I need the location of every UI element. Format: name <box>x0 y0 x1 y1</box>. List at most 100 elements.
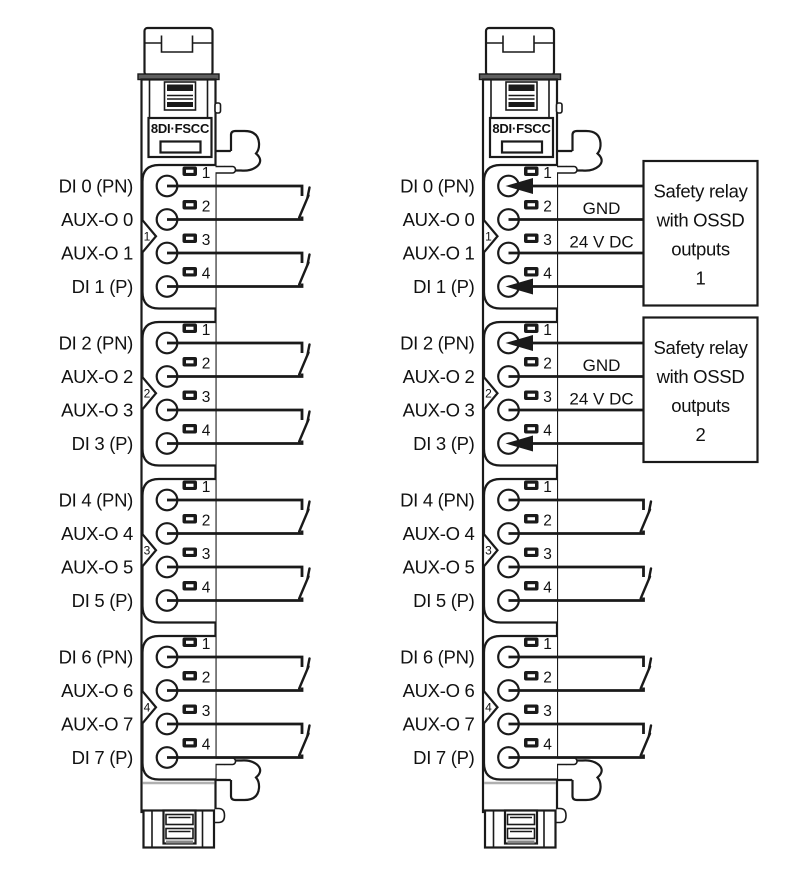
terminal-label: DI 6 (PN) <box>400 647 475 668</box>
terminal-number: 3 <box>202 546 211 563</box>
terminal-label: AUX-O 3 <box>403 400 475 421</box>
terminal-number: 1 <box>202 322 211 339</box>
wire-label-gnd: GND <box>583 356 621 375</box>
wire-label-24vdc: 24 V DC <box>569 233 633 252</box>
wire <box>167 530 304 535</box>
group-number: 1 <box>144 229 151 243</box>
terminal-number: 2 <box>202 513 211 530</box>
arrowhead <box>505 178 533 194</box>
terminal-led-slot <box>186 741 194 745</box>
terminal-pocket <box>482 477 557 624</box>
terminal-number: 1 <box>543 165 552 182</box>
terminal-led-slot <box>527 203 535 207</box>
terminal-label: DI 4 (PN) <box>400 490 475 511</box>
terminal-pocket <box>141 163 216 310</box>
terminal-led-slot <box>527 326 535 330</box>
relay-box-text: 2 <box>696 424 706 445</box>
wire <box>167 408 304 420</box>
wire <box>167 283 304 288</box>
terminal-led-slot <box>527 236 535 240</box>
terminal-led-slot <box>186 326 194 330</box>
terminal-number: 4 <box>543 737 552 754</box>
terminal-number: 4 <box>202 737 211 754</box>
side-latch <box>555 102 563 114</box>
terminal-number: 1 <box>543 636 552 653</box>
terminal-label: AUX-O 7 <box>403 714 475 735</box>
terminal-led-slot <box>186 584 194 588</box>
terminal-number: 3 <box>543 703 552 720</box>
wire <box>167 341 304 353</box>
terminal-number: 2 <box>543 356 552 373</box>
clamp-handle <box>160 35 194 53</box>
bus-connector-contact <box>167 84 193 91</box>
wire <box>167 440 304 445</box>
terminal-label: DI 6 (PN) <box>59 647 134 668</box>
terminal-number: 4 <box>202 266 211 283</box>
switch-contact-lever <box>298 261 310 286</box>
terminal-label: AUX-O 4 <box>61 523 133 544</box>
terminal-label: AUX-O 5 <box>61 557 133 578</box>
module-type-label: 8DI·FSCC <box>151 121 210 136</box>
switch-contact-lever <box>298 418 310 443</box>
terminal-label: DI 4 (PN) <box>59 490 134 511</box>
terminal-led-slot <box>186 483 194 487</box>
arrowhead <box>505 435 533 452</box>
terminal-led-slot <box>186 203 194 207</box>
terminal-led-slot <box>527 169 535 173</box>
switch-contact-lever <box>298 194 310 219</box>
terminal-label: AUX-O 1 <box>61 243 133 264</box>
wire <box>508 530 645 535</box>
terminal-label: DI 2 (PN) <box>400 333 475 354</box>
switch-contact-lever <box>298 351 310 376</box>
wire <box>167 597 304 602</box>
clamp-slot <box>506 813 536 826</box>
clamp-handle <box>502 35 535 53</box>
switch-contact-lever <box>639 732 652 757</box>
terminal-pocket <box>482 634 557 781</box>
terminal-label: DI 1 (P) <box>72 276 133 297</box>
terminal-pocket <box>141 634 216 781</box>
terminal-number: 4 <box>202 423 211 440</box>
terminal-number: 1 <box>202 479 211 496</box>
release-hook <box>565 129 603 172</box>
terminal-label: DI 7 (P) <box>72 747 133 768</box>
switch-contact-lever <box>298 665 310 690</box>
terminal-number: 1 <box>202 165 211 182</box>
terminal-pocket <box>141 320 216 467</box>
terminal-label: AUX-O 0 <box>61 209 133 230</box>
terminal-label: DI 3 (P) <box>413 433 474 454</box>
group-number: 3 <box>485 543 492 557</box>
terminal-label: AUX-O 1 <box>403 243 475 264</box>
wire <box>508 754 645 759</box>
group-number: 1 <box>485 229 492 243</box>
terminal-number: 2 <box>202 356 211 373</box>
terminal-led-slot <box>527 270 535 274</box>
terminal-label: AUX-O 3 <box>61 400 133 421</box>
release-hook <box>224 759 262 802</box>
terminal-label: AUX-O 2 <box>61 366 133 387</box>
clamp-latch <box>215 807 226 824</box>
terminal-led-slot <box>186 270 194 274</box>
safety-relay-box <box>642 159 759 307</box>
terminal-led-slot <box>186 640 194 644</box>
terminal-number: 2 <box>543 513 552 530</box>
terminal-label: DI 7 (P) <box>413 747 474 768</box>
terminal-led-slot <box>527 360 535 364</box>
terminal-label: AUX-O 7 <box>61 714 133 735</box>
release-hook <box>224 129 262 172</box>
terminal-number: 3 <box>202 232 211 249</box>
terminal-led-slot <box>527 640 535 644</box>
terminal-pocket <box>482 163 557 310</box>
terminal-number: 3 <box>202 389 211 406</box>
terminal-led-slot <box>527 427 535 431</box>
terminal-label: AUX-O 6 <box>403 680 475 701</box>
terminal-led-slot <box>186 236 194 240</box>
terminal-led-slot <box>186 393 194 397</box>
terminal-led-slot <box>527 550 535 554</box>
bus-connector-line <box>508 94 535 100</box>
bus-connector-contact <box>508 102 535 107</box>
switch-contact-lever <box>639 665 652 690</box>
